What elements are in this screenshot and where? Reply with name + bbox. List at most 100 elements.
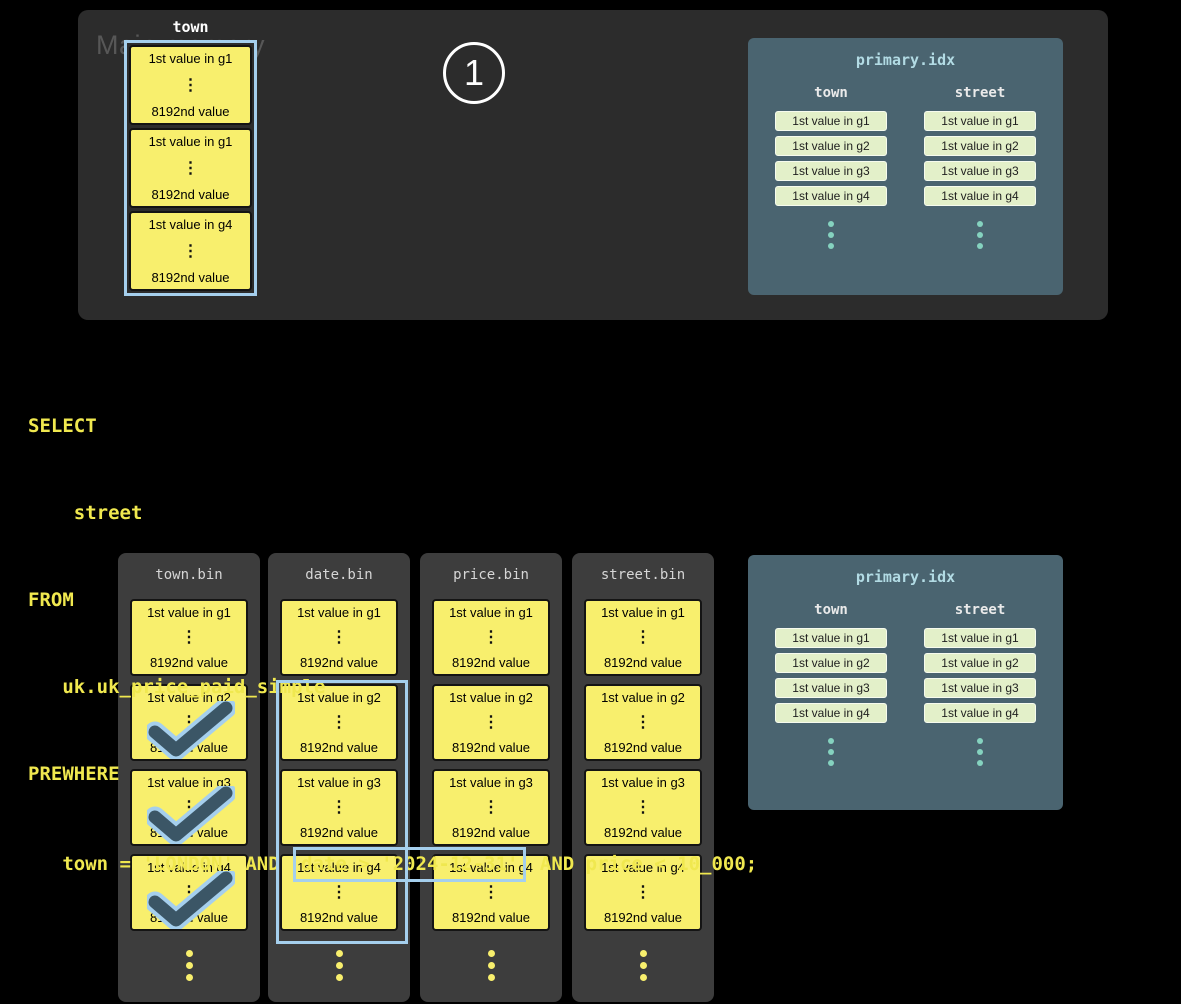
- checkmark-icon: [147, 871, 235, 929]
- granule-last-value: 8192nd value: [603, 655, 683, 670]
- bin-granules: 1st value in g1 ⋮ 8192nd value 1st value…: [584, 599, 702, 981]
- ellipsis-dots: [977, 221, 983, 249]
- ellipsis-dots: [487, 950, 495, 981]
- granule-last-value: 8192nd value: [451, 740, 531, 755]
- vertical-ellipsis-icon: ⋮: [331, 884, 347, 901]
- granule-first-value: 1st value in g1: [601, 605, 685, 620]
- ellipsis-dots: [977, 738, 983, 766]
- granule-first-value: 1st value in g3: [297, 775, 381, 790]
- granule-block: 1st value in g2 ⋮ 8192nd value: [584, 684, 702, 761]
- sql-line: street: [28, 502, 143, 524]
- granule-block: 1st value in g1 ⋮ 8192nd value: [432, 599, 550, 676]
- granule-block: 1st value in g1 ⋮ 8192nd value: [584, 599, 702, 676]
- sql-line: PREWHERE: [28, 763, 120, 785]
- granule-block: 1st value in g3 ⋮ 8192nd value: [584, 769, 702, 846]
- granule-last-value: 8192nd value: [151, 187, 230, 202]
- granule-block: 1st value in g4 ⋮ 8192nd value: [130, 854, 248, 931]
- index-entry: 1st value in g3: [775, 678, 887, 698]
- primary-index-title: primary.idx: [855, 51, 956, 69]
- town-bin-panel: town.bin 1st value in g1 ⋮ 8192nd value …: [118, 553, 260, 1002]
- granule-first-value: 1st value in g4: [297, 860, 381, 875]
- index-column-street: street 1st value in g1 1st value in g2 1…: [914, 602, 1046, 766]
- granule-last-value: 8192nd value: [603, 910, 683, 925]
- index-entry: 1st value in g2: [924, 653, 1036, 673]
- vertical-ellipsis-icon: ⋮: [635, 714, 651, 731]
- granule-block: 1st value in g4 ⋮ 8192nd value: [129, 211, 252, 291]
- index-entry: 1st value in g1: [775, 111, 887, 131]
- ellipsis-dots: [185, 950, 193, 981]
- sql-line: FROM: [28, 589, 74, 611]
- granule-first-value: 1st value in g4: [148, 217, 233, 232]
- index-entry: 1st value in g4: [924, 703, 1036, 723]
- index-column-header: town: [814, 85, 848, 101]
- index-column-street: street 1st value in g1 1st value in g2 1…: [914, 85, 1046, 249]
- granule-block: 1st value in g4 ⋮ 8192nd value: [584, 854, 702, 931]
- ellipsis-dots: [828, 738, 834, 766]
- granule-first-value: 1st value in g2: [147, 690, 231, 705]
- vertical-ellipsis-icon: ⋮: [182, 242, 199, 260]
- index-entry: 1st value in g3: [924, 161, 1036, 181]
- ellipsis-dots: [639, 950, 647, 981]
- granule-first-value: 1st value in g2: [297, 690, 381, 705]
- vertical-ellipsis-icon: ⋮: [483, 714, 499, 731]
- vertical-ellipsis-icon: ⋮: [635, 629, 651, 646]
- granule-block: 1st value in g3 ⋮ 8192nd value: [432, 769, 550, 846]
- index-entry: 1st value in g1: [924, 111, 1036, 131]
- granule-first-value: 1st value in g4: [449, 860, 533, 875]
- sql-where-post: AND price < 10_000;: [528, 853, 758, 875]
- granule-block: 1st value in g1 ⋮ 8192nd value: [129, 128, 252, 208]
- loaded-granules-selection: 1st value in g1 ⋮ 8192nd value 1st value…: [124, 40, 257, 296]
- vertical-ellipsis-icon: ⋮: [181, 629, 197, 646]
- index-entry: 1st value in g4: [775, 703, 887, 723]
- granule-block: 1st value in g3 ⋮ 8192nd value: [130, 769, 248, 846]
- granule-first-value: 1st value in g2: [449, 690, 533, 705]
- bin-granules: 1st value in g1 ⋮ 8192nd value 1st value…: [130, 599, 248, 981]
- granule-block: 1st value in g4 ⋮ 8192nd value: [432, 854, 550, 931]
- index-entry: 1st value in g2: [775, 136, 887, 156]
- index-entry: 1st value in g1: [924, 628, 1036, 648]
- vertical-ellipsis-icon: ⋮: [483, 884, 499, 901]
- street-bin-panel: street.bin 1st value in g1 ⋮ 8192nd valu…: [572, 553, 714, 1002]
- granule-last-value: 8192nd value: [451, 655, 531, 670]
- granule-first-value: 1st value in g2: [601, 690, 685, 705]
- granule-first-value: 1st value in g1: [297, 605, 381, 620]
- index-entry: 1st value in g3: [924, 678, 1036, 698]
- granule-last-value: 8192nd value: [603, 825, 683, 840]
- bin-title: date.bin: [305, 567, 373, 583]
- vertical-ellipsis-icon: ⋮: [635, 799, 651, 816]
- bin-title: town.bin: [155, 567, 223, 583]
- vertical-ellipsis-icon: ⋮: [635, 884, 651, 901]
- sql-line: uk.uk_price_paid_simple: [28, 676, 326, 698]
- granule-first-value: 1st value in g3: [601, 775, 685, 790]
- granule-block: 1st value in g1 ⋮ 8192nd value: [129, 45, 252, 125]
- sql-query: SELECT street FROM uk.uk_price_paid_simp…: [28, 354, 757, 940]
- vertical-ellipsis-icon: ⋮: [331, 714, 347, 731]
- primary-index-columns: town 1st value in g1 1st value in g2 1st…: [748, 602, 1063, 766]
- granule-last-value: 8192nd value: [149, 655, 229, 670]
- step-number: 1: [463, 52, 485, 93]
- granule-block: 1st value in g2 ⋮ 8192nd value: [280, 684, 398, 761]
- primary-index-panel-bottom: primary.idx town 1st value in g1 1st val…: [748, 555, 1063, 810]
- granule-last-value: 8192nd value: [299, 655, 379, 670]
- granule-last-value: 8192nd value: [299, 740, 379, 755]
- index-column-town: town 1st value in g1 1st value in g2 1st…: [765, 85, 897, 249]
- ellipsis-dots: [335, 950, 343, 981]
- bin-title: street.bin: [600, 567, 686, 583]
- granule-block: 1st value in g1 ⋮ 8192nd value: [280, 599, 398, 676]
- granule-first-value: 1st value in g4: [147, 860, 231, 875]
- index-entry: 1st value in g3: [775, 161, 887, 181]
- checkmark-icon: [147, 786, 235, 844]
- granule-first-value: 1st value in g1: [147, 605, 231, 620]
- granule-last-value: 8192nd value: [151, 104, 230, 119]
- granule-first-value: 1st value in g1: [148, 134, 233, 149]
- index-entry: 1st value in g2: [924, 136, 1036, 156]
- granule-block: 1st value in g2 ⋮ 8192nd value: [130, 684, 248, 761]
- index-column-header: street: [954, 602, 1006, 618]
- index-entry: 1st value in g4: [775, 186, 887, 206]
- granule-last-value: 8192nd value: [299, 910, 379, 925]
- ellipsis-dots: [828, 221, 834, 249]
- sql-line: town = 'LONDON' AND date > '2024-12-31' …: [28, 847, 757, 882]
- granule-block: 1st value in g2 ⋮ 8192nd value: [432, 684, 550, 761]
- index-column-header: town: [814, 602, 848, 618]
